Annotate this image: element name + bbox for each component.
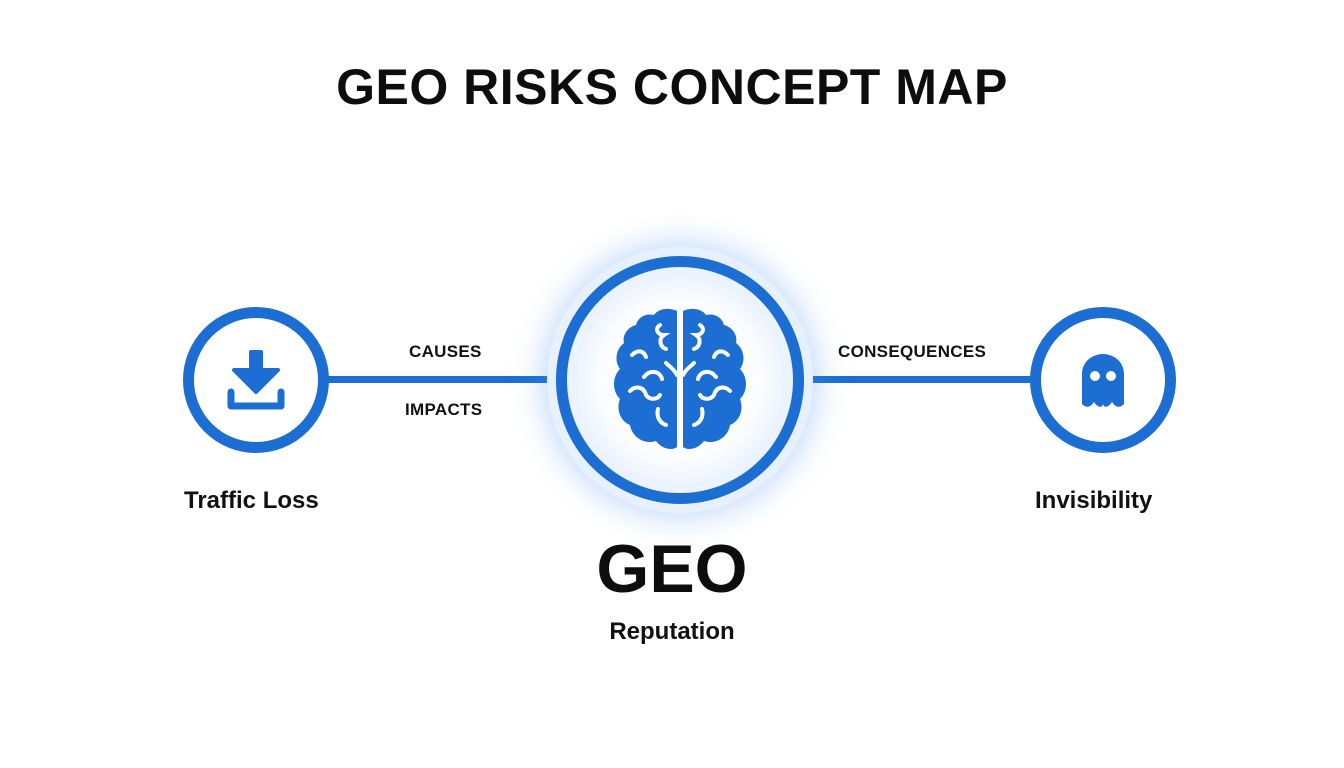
center-title: GEO xyxy=(596,531,748,607)
connector-right xyxy=(800,376,1034,383)
download-icon xyxy=(227,350,285,410)
node-traffic-loss xyxy=(183,307,329,453)
diagram-title: GEO RISKS CONCEPT MAP xyxy=(336,59,1008,115)
edge-label-impacts: IMPACTS xyxy=(405,400,483,419)
edge-label-causes: CAUSES xyxy=(409,342,482,361)
brain-icon xyxy=(614,308,746,449)
ghost-icon xyxy=(1082,354,1124,407)
node-invisibility xyxy=(1030,307,1176,453)
node-label-invisibility: Invisibility xyxy=(1035,487,1153,514)
node-label-traffic-loss: Traffic Loss xyxy=(184,487,319,514)
connector-left xyxy=(320,376,560,383)
node-geo-center xyxy=(556,256,804,504)
center-subtitle: Reputation xyxy=(609,618,735,645)
edge-label-consequences: CONSEQUENCES xyxy=(838,342,987,361)
